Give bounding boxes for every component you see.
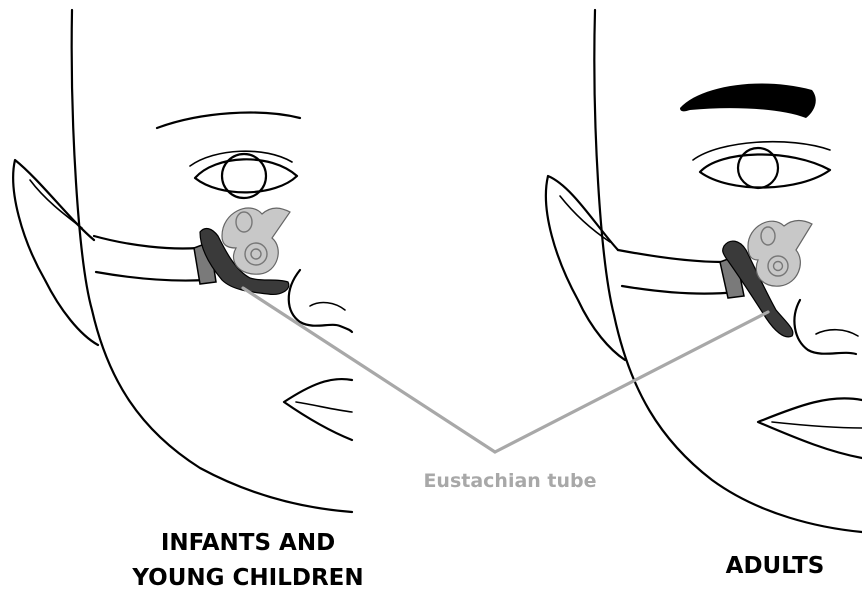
adult-nose [794,300,856,354]
adult-head [546,10,862,532]
adult-ear [546,176,625,360]
infants-caption-line2: YOUNG CHILDREN [128,561,368,596]
infant-middle-ear [194,208,290,294]
adults-caption-text: ADULTS [700,549,850,584]
infant-eyebrow [157,113,300,128]
infants-caption: INFANTS AND YOUNG CHILDREN [128,526,368,596]
adults-caption: ADULTS [700,549,850,584]
adult-eye [693,142,830,188]
eustachian-tube-callout-lines [243,288,768,452]
adult-cochlea [748,221,812,287]
infant-mouth [284,379,352,440]
infant-eye [190,151,297,198]
infant-ear [13,160,98,345]
eustachian-tube-label: Eustachian tube [380,470,640,492]
infant-head [13,10,352,512]
infants-caption-line1: INFANTS AND [128,526,368,561]
adult-eyebrow [680,84,816,118]
adult-middle-ear [720,221,812,337]
infant-ear-canal [94,236,206,281]
adult-mouth [758,398,862,458]
adult-ear-canal [618,250,736,294]
